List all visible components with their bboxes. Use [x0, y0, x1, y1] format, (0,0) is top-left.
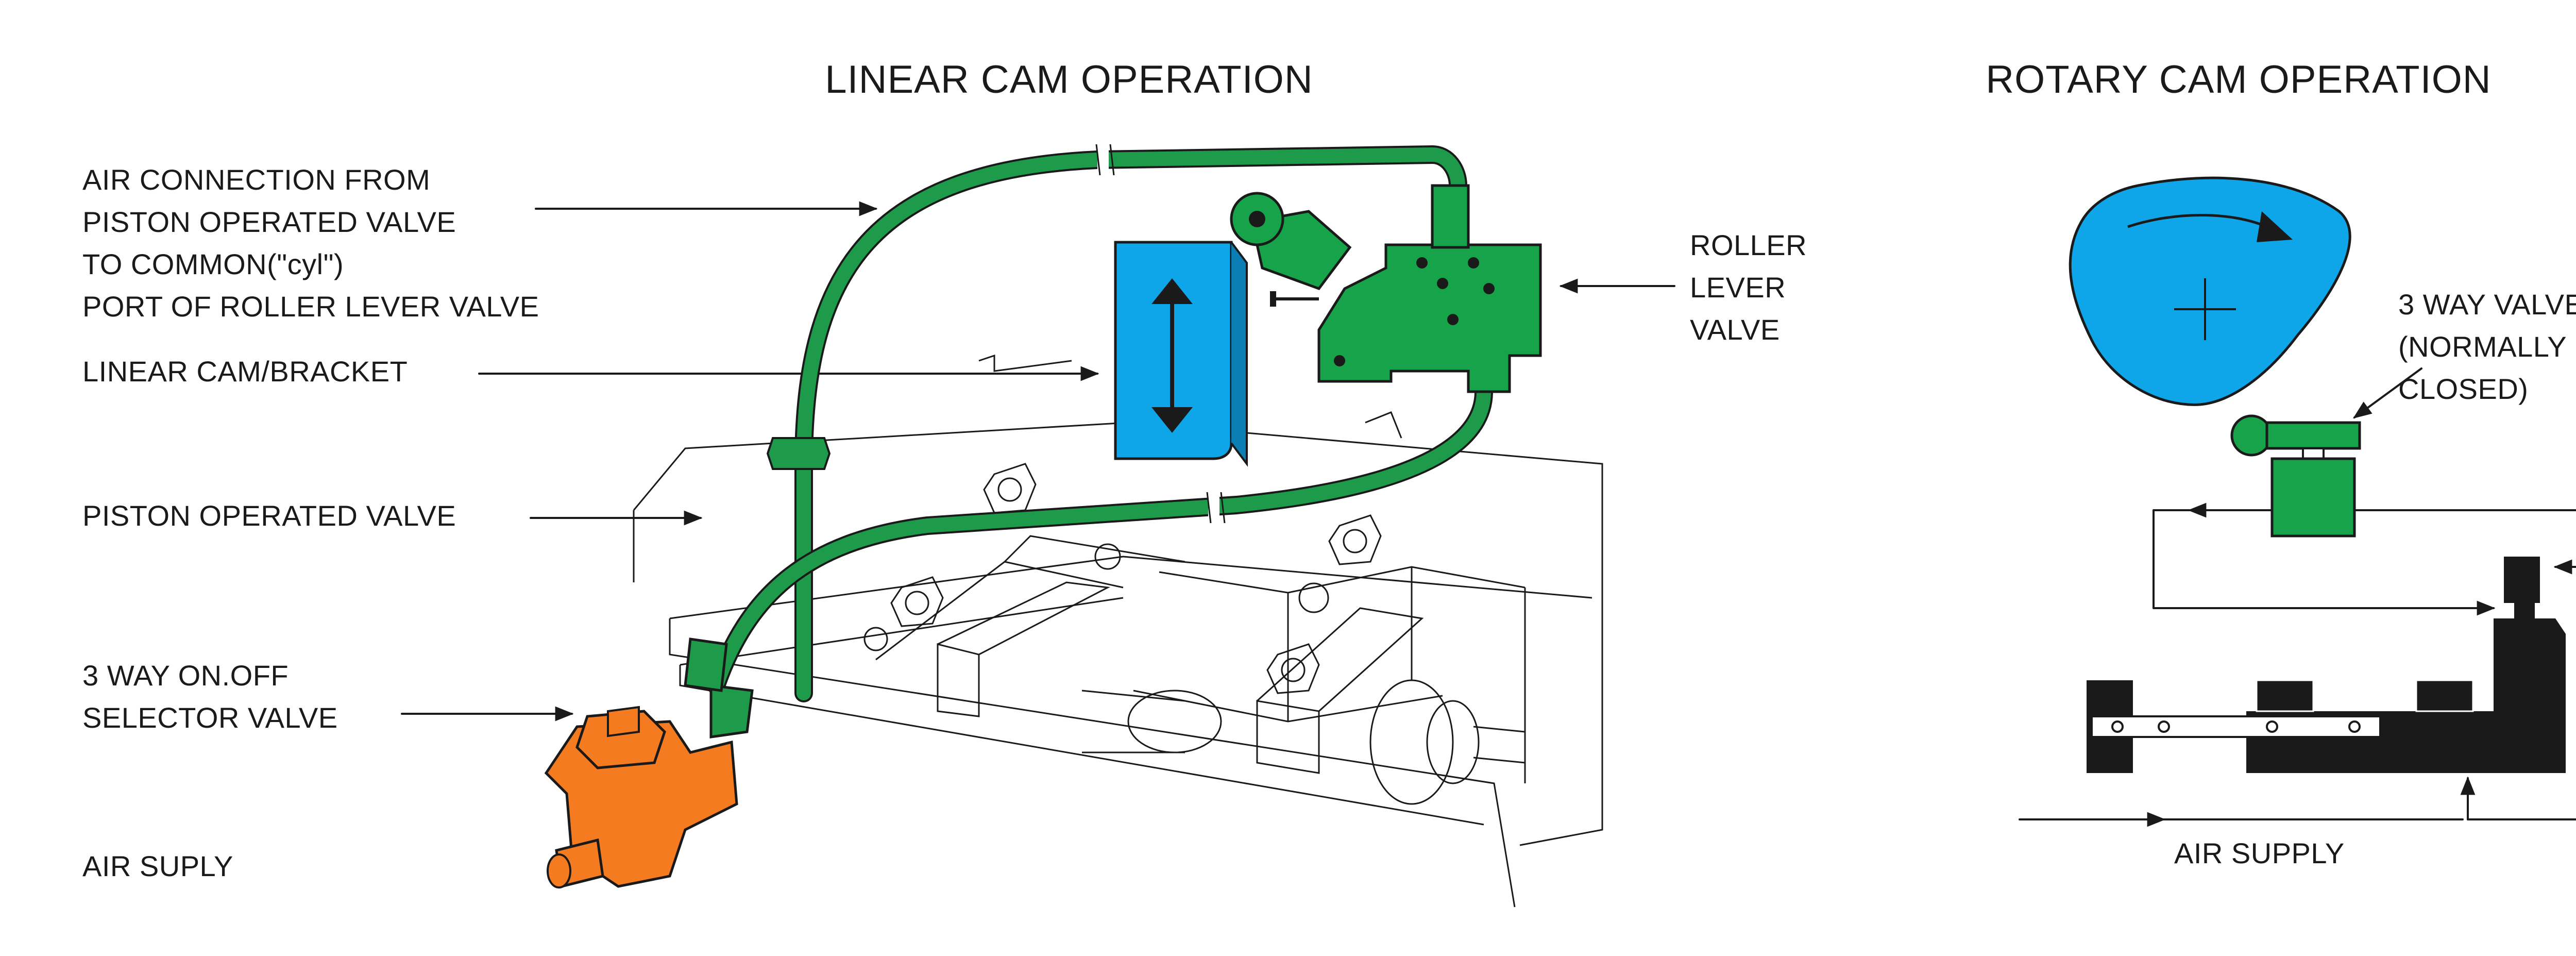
linear-title: LINEAR CAM OPERATION: [825, 58, 1313, 102]
machine-base-drawing: [633, 354, 1603, 908]
rotary-cam: [2069, 176, 2351, 406]
selector-valve-line-2: SELECTOR VALVE: [82, 701, 338, 734]
selector-valve-line-1: 3 WAY ON.OFF: [82, 659, 289, 692]
air-connection-line-4: PORT OF ROLLER LEVER VALVE: [82, 290, 539, 323]
roller-lever-line-1: ROLLER: [1690, 229, 1807, 261]
roller-icon: [2230, 414, 2273, 457]
rotation-arrow-icon: [2257, 211, 2293, 242]
bolt: [983, 463, 1037, 514]
bolt: [1328, 514, 1382, 565]
three-way-line-1: 3 WAY VALVE: [2398, 288, 2576, 321]
piston-valve-label: PISTON OPERATED VALVE: [82, 499, 456, 532]
roller-lever-valve-label: ROLLER LEVER VALVE: [1690, 229, 1807, 346]
air-connection-line-1: AIR CONNECTION FROM: [82, 163, 430, 196]
roller-lever-line-2: LEVER: [1690, 271, 1786, 304]
bolt: [890, 576, 944, 627]
rotary-air-lines: [2019, 502, 2576, 827]
roller-lever-valve: [1230, 184, 1542, 393]
rotary-title: ROTARY CAM OPERATION: [1986, 58, 2491, 102]
tube-nut: [766, 437, 831, 470]
selector-valve-label: 3 WAY ON.OFF SELECTOR VALVE: [82, 659, 338, 734]
piston-rod: [2091, 715, 2381, 738]
air-connection-line-2: PISTON OPERATED VALVE: [82, 206, 456, 238]
air-supply-label: AIR SUPLY: [82, 850, 233, 882]
air-tube: [707, 144, 1493, 702]
roller-lever-line-3: VALVE: [1690, 313, 1780, 346]
three-way-line-2: (NORMALLY: [2398, 330, 2567, 363]
selector-valve: [544, 638, 754, 888]
three-way-valve-arrow: [2353, 367, 2422, 419]
linear-cam: [1114, 241, 1248, 467]
air-connection-label: AIR CONNECTION FROM PISTON OPERATED VALV…: [82, 163, 539, 323]
three-way-valve-label: 3 WAY VALVE (NORMALLY CLOSED): [2398, 288, 2576, 405]
linear-cam-label: LINEAR CAM/BRACKET: [82, 355, 408, 388]
center-cross-icon: [2174, 278, 2236, 340]
rotary-air-supply-label: AIR SUPPLY: [2174, 837, 2345, 869]
air-connection-line-3: TO COMMON("cyl"): [82, 248, 344, 280]
bolt: [1266, 643, 1320, 694]
rotary-three-way-valve: [2230, 414, 2361, 538]
three-way-line-3: CLOSED): [2398, 373, 2528, 405]
actuator-assembly: [2087, 557, 2566, 773]
